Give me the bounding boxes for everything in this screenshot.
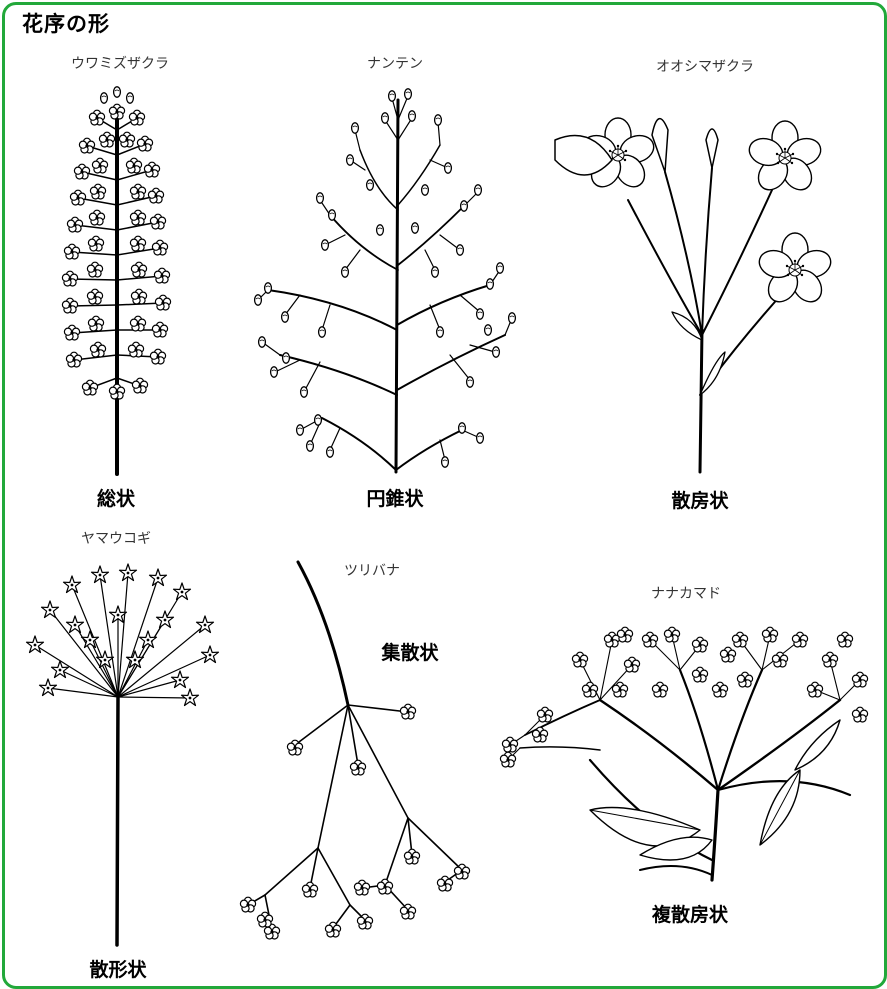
raceme-illustration (62, 87, 170, 474)
corymb-illustration (555, 118, 834, 472)
cyme-illustration (240, 562, 469, 939)
panicle-illustration (255, 89, 516, 472)
compound-corymb-illustration (500, 627, 867, 880)
umbel-illustration (27, 564, 219, 945)
